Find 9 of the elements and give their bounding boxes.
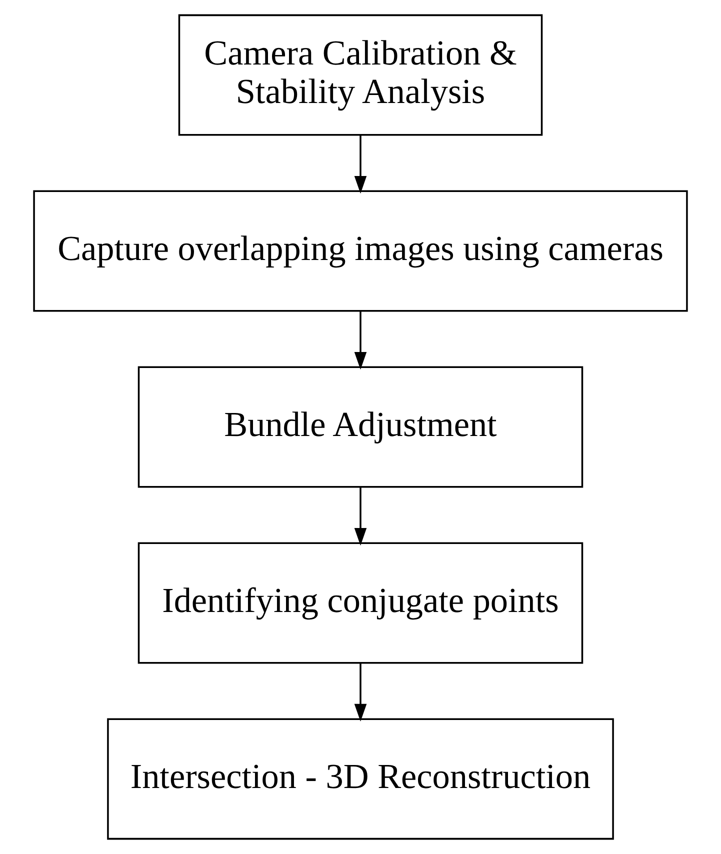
arrow	[354, 311, 367, 370]
node-box: Identifying conjugate points	[138, 542, 584, 664]
arrow	[354, 487, 367, 546]
arrow	[354, 663, 367, 722]
node-box: Bundle Adjustment	[138, 366, 584, 488]
arrow	[354, 135, 367, 194]
node-box: Capture overlapping images using cameras	[33, 190, 688, 312]
node-box: Camera Calibration & Stability Analysis	[178, 14, 543, 136]
node-box: Intersection - 3D Reconstruction	[107, 718, 614, 840]
